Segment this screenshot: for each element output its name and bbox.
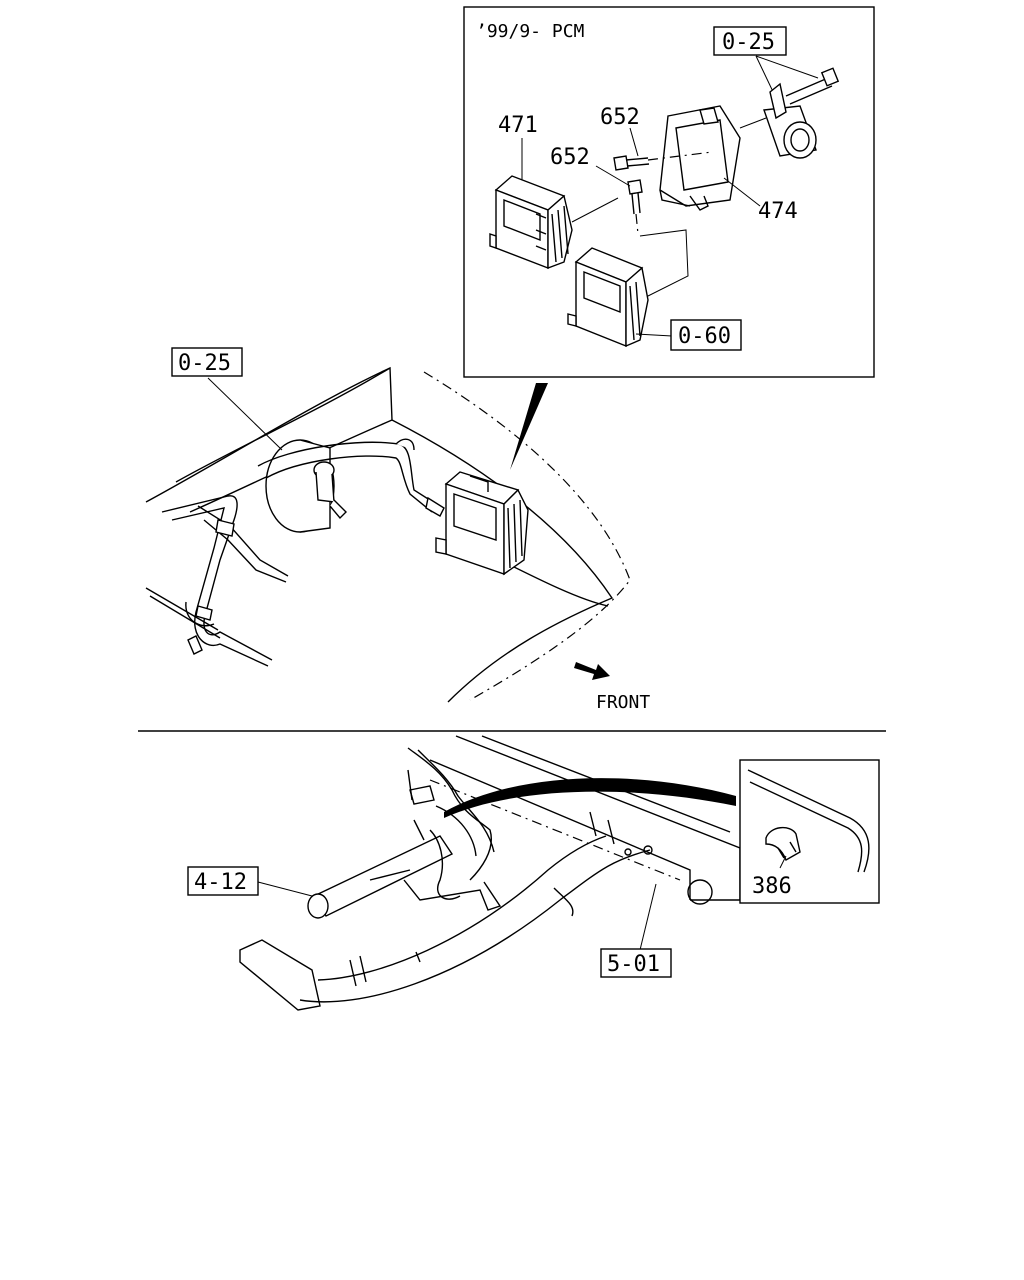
harness-bundle bbox=[403, 747, 502, 911]
leader-0-25-main bbox=[207, 377, 283, 451]
ref-label-652-upper[interactable]: 652 bbox=[600, 105, 640, 130]
ref-label-386[interactable]: 386 bbox=[752, 874, 792, 899]
vacuum-pipe-b bbox=[145, 587, 221, 639]
leader-652-upper bbox=[629, 127, 639, 157]
mounting-screw bbox=[785, 67, 840, 105]
pcm-bracket bbox=[659, 105, 741, 211]
leader-0-25-b bbox=[755, 55, 819, 79]
bolt-652-lower bbox=[627, 179, 643, 235]
pcm-installed bbox=[435, 471, 529, 576]
ref-box-5-01[interactable]: 5-01 bbox=[600, 948, 672, 978]
vacuum-pipe-a bbox=[161, 495, 273, 661]
leader-652-lower bbox=[595, 165, 631, 187]
clip-386 bbox=[765, 827, 801, 862]
ref-label-474[interactable]: 474 bbox=[758, 199, 798, 224]
leader-4-12 bbox=[257, 881, 313, 897]
harness-connector bbox=[739, 82, 817, 159]
ref-label-4-12: 4-12 bbox=[194, 870, 247, 895]
cross-member bbox=[239, 939, 321, 1011]
assy-line-471 bbox=[571, 197, 619, 223]
leader-474 bbox=[723, 177, 761, 207]
pcm-module-060 bbox=[567, 247, 649, 348]
engine-bay-view: 0-25 FRONT bbox=[145, 347, 650, 713]
ref-box-0-25-main[interactable]: 0-25 bbox=[171, 347, 243, 377]
assy-line-060 bbox=[639, 229, 689, 301]
ref-box-0-60[interactable]: 0-60 bbox=[670, 319, 742, 351]
ref-label-652-lower[interactable]: 652 bbox=[550, 145, 590, 170]
clip-inset-frame bbox=[739, 759, 880, 904]
ref-label-5-01: 5-01 bbox=[607, 952, 660, 977]
body-panel-outline bbox=[145, 366, 614, 703]
ref-label-0-60: 0-60 bbox=[678, 324, 731, 349]
booster-canister bbox=[265, 439, 347, 533]
callout-pointer bbox=[510, 383, 548, 470]
tube-4-12 bbox=[307, 835, 454, 919]
clip-detail-inset: 386 bbox=[739, 759, 880, 904]
leader-060 bbox=[635, 333, 673, 337]
ref-label-471[interactable]: 471 bbox=[498, 113, 538, 138]
front-label: FRONT bbox=[596, 692, 650, 713]
bolt-652-upper bbox=[613, 151, 713, 171]
pcm-module-471 bbox=[489, 175, 573, 270]
ref-box-4-12[interactable]: 4-12 bbox=[187, 866, 259, 896]
inset-caption: ’99/9- PCM bbox=[476, 21, 585, 42]
ref-box-0-25-inset[interactable]: 0-25 bbox=[713, 26, 787, 56]
ref-label-0-25-inset: 0-25 bbox=[722, 30, 775, 55]
chassis-frame-view: 4-12 5-01 386 bbox=[187, 735, 880, 1011]
callout-pointer-bottom bbox=[444, 778, 736, 818]
front-direction-arrow-icon bbox=[574, 662, 610, 680]
leader-5-01 bbox=[639, 883, 657, 951]
ref-label-0-25-main: 0-25 bbox=[178, 351, 231, 376]
pcm-detail-inset: ’99/9- PCM 0-25 474 bbox=[463, 6, 875, 378]
panel-dashed-edge bbox=[423, 371, 631, 701]
hose-main bbox=[257, 441, 437, 505]
